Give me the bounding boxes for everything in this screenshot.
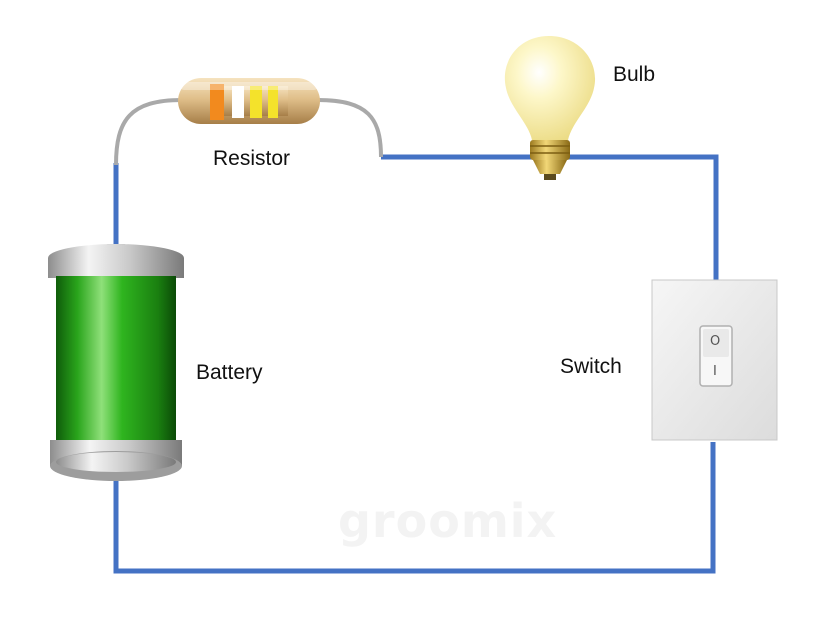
- resistor-lead-left: [114, 98, 183, 166]
- switch-label: Switch: [560, 355, 622, 378]
- light-bulb-icon: [504, 36, 596, 180]
- switch-off-symbol: O: [710, 334, 721, 349]
- bulb-label: Bulb: [613, 63, 656, 86]
- battery-label: Battery: [196, 361, 263, 384]
- switch-icon: [651, 279, 778, 441]
- switch-on-symbol: I: [713, 364, 717, 379]
- circuit-wires: [113, 98, 719, 574]
- resistor-label: Resistor: [213, 147, 291, 170]
- watermark: groomix: [338, 494, 558, 548]
- resistor-icon: [178, 78, 320, 124]
- wire-bottom-loop: [113, 442, 716, 574]
- resistor-lead-right: [317, 98, 383, 158]
- wire-top-right: [381, 154, 719, 283]
- battery-icon: [48, 244, 184, 481]
